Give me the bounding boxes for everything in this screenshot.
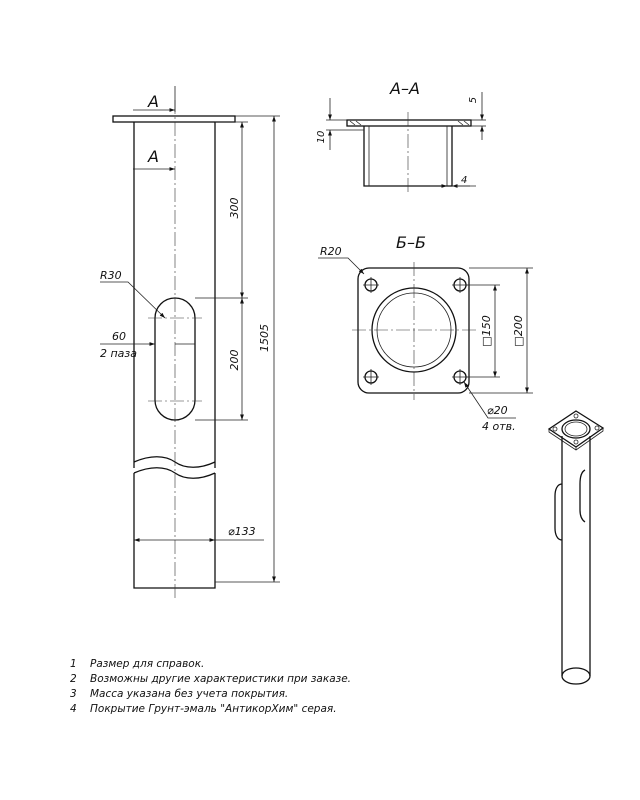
break-line-top xyxy=(133,456,216,468)
notes-list: 1 Размер для справок. 2 Возможны другие … xyxy=(70,657,410,717)
section-bb-dim-outer: □200 xyxy=(512,315,525,346)
note-number: 1 xyxy=(70,658,77,670)
section-bb-dim-hole: ⌀20 xyxy=(487,404,508,417)
main-view: А А 300 200 1505 R30 60 2 паза ⌀133 xyxy=(100,86,280,600)
section-aa-dim-wall: 4 xyxy=(461,175,467,186)
slot-outline xyxy=(154,297,196,421)
pipe-lower xyxy=(133,473,216,589)
dim-diameter: ⌀133 xyxy=(228,525,256,538)
section-aa-dim-flange: 10 xyxy=(316,131,327,144)
iso-slot-right xyxy=(579,469,586,523)
dim-300: 300 xyxy=(228,198,241,219)
section-aa-view: А–А 5 10 4 xyxy=(316,79,486,195)
note-item: 4 Покрытие Грунт-эмаль "АнтикорХим" сера… xyxy=(70,702,410,717)
dim-1505: 1505 xyxy=(258,324,271,352)
note-number: 2 xyxy=(70,673,77,685)
note-text: Размер для справок. xyxy=(90,658,205,670)
note-text: Покрытие Грунт-эмаль "АнтикорХим" серая. xyxy=(90,703,337,715)
section-aa-dim-top: 5 xyxy=(468,97,479,103)
section-bb-view: Б–Б R20 □150 □200 ⌀20 4 отв. xyxy=(318,233,533,433)
note-item: 2 Возможны другие характеристики при зак… xyxy=(70,672,410,687)
note-item: 1 Размер для справок. xyxy=(70,657,410,672)
isometric-view xyxy=(547,410,605,685)
iso-tube-bottom xyxy=(561,667,591,685)
dim-slot-width: 60 xyxy=(112,330,126,343)
iso-tube xyxy=(561,436,591,676)
dim-r30: R30 xyxy=(100,269,122,282)
note-text: Возможны другие характеристики при заказ… xyxy=(90,673,352,685)
iso-slot-left xyxy=(554,483,563,541)
top-flange xyxy=(112,115,236,123)
section-bb-plate xyxy=(357,267,470,394)
pipe-upper xyxy=(133,122,216,468)
note-item: 3 Масса указана без учета покрытия. xyxy=(70,687,410,702)
section-bb-dim-hole-count: 4 отв. xyxy=(482,420,516,433)
dim-slot-count: 2 паза xyxy=(100,347,137,360)
section-a-marker-top: А xyxy=(147,92,159,111)
note-text: Масса указана без учета покрытия. xyxy=(90,688,289,700)
section-a-marker-bottom: А xyxy=(147,147,159,166)
note-number: 4 xyxy=(70,703,77,715)
section-bb-dim-radius: R20 xyxy=(320,245,342,258)
section-aa-flange xyxy=(346,119,472,127)
note-number: 3 xyxy=(70,688,77,700)
section-aa-title: А–А xyxy=(389,79,420,98)
section-bb-dim-inner: □150 xyxy=(480,315,493,346)
section-bb-title: Б–Б xyxy=(396,233,426,252)
dim-200: 200 xyxy=(228,350,241,371)
break-line-bottom xyxy=(133,467,216,479)
